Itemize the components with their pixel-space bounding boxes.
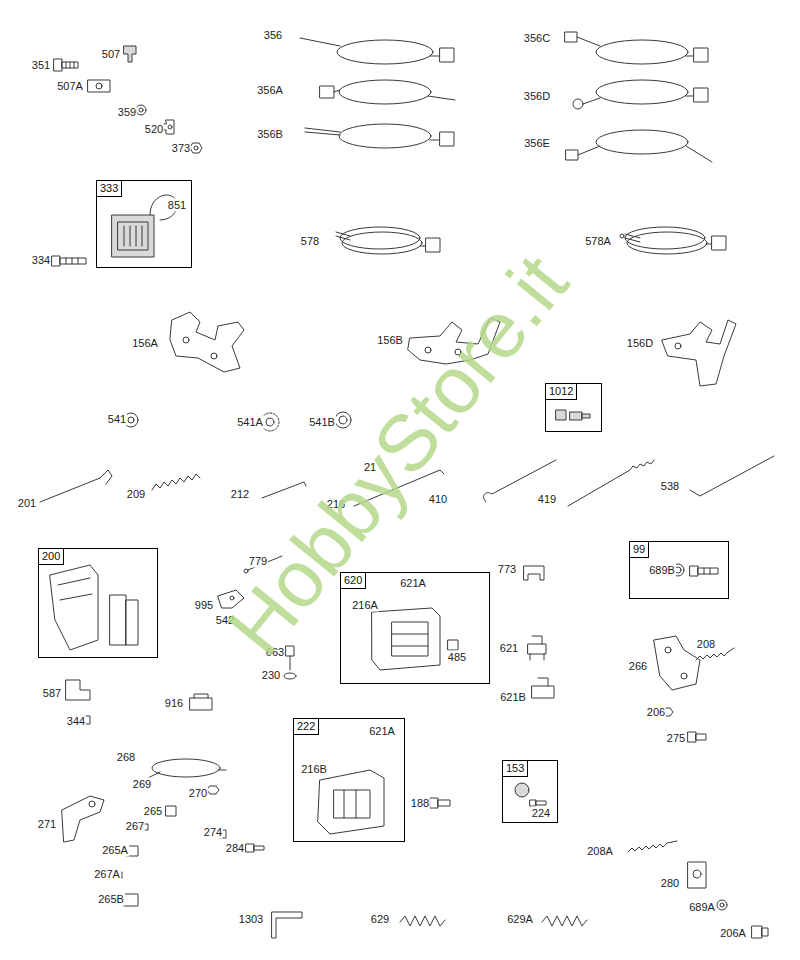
part-group-box: 153 224 — [502, 760, 558, 823]
callout-number: 267 — [125, 820, 145, 833]
part-group-box: 333 851 — [96, 180, 192, 268]
callout-number: 629A — [506, 913, 534, 926]
callout-number: 507A — [56, 80, 84, 93]
callout-number: 209 — [126, 488, 146, 501]
callout-number: 156B — [376, 334, 404, 347]
callout-number: 995 — [194, 599, 214, 612]
callout-number: 280 — [660, 877, 680, 890]
callout-number: 351 — [31, 59, 51, 72]
callout-number: 621B — [499, 691, 527, 704]
callout-number: 230 — [261, 669, 281, 682]
callout-number: 587 — [42, 687, 62, 700]
callout-number: 410 — [428, 493, 448, 506]
callout-number: 916 — [164, 697, 184, 710]
group-number: 222 — [294, 719, 319, 735]
callout-number: 689B — [648, 564, 676, 577]
callout-number: 356C — [523, 32, 551, 45]
callout-number: 541B — [308, 416, 336, 429]
callout-number: 356E — [523, 137, 551, 150]
part-group-box: 99 689B — [629, 541, 729, 599]
callout-number: 356 — [263, 29, 283, 42]
callout-number: 275 — [666, 732, 686, 745]
callout-number: 621A — [368, 725, 396, 738]
callout-number: 541A — [236, 416, 264, 429]
callout-number: 188 — [410, 797, 430, 810]
callout-number: 206 — [646, 706, 666, 719]
callout-number: 520 — [144, 123, 164, 136]
callout-number: 356D — [523, 90, 551, 103]
part-group-box: 222 621A 216B — [293, 718, 405, 842]
callout-number: 267A — [93, 868, 121, 881]
callout-number: 344 — [66, 715, 86, 728]
callout-number: 507 — [101, 48, 121, 61]
watermark: HobbyStore.it — [213, 240, 583, 670]
part-group-box: 1012 — [545, 383, 602, 432]
callout-number: 270 — [188, 787, 208, 800]
callout-number: 356A — [256, 84, 284, 97]
callout-number: 334 — [31, 254, 51, 267]
callout-number: 773 — [497, 563, 517, 576]
callout-number: 156D — [626, 337, 654, 350]
group-number: 333 — [97, 181, 122, 197]
callout-number: 208 — [696, 638, 716, 651]
callout-number: 208A — [586, 845, 614, 858]
callout-number: 265B — [97, 893, 125, 906]
group-number: 1012 — [546, 384, 577, 400]
callout-number: 541 — [107, 413, 127, 426]
callout-number: 206A — [719, 927, 747, 940]
callout-number: 373 — [171, 142, 191, 155]
callout-number: 284 — [225, 842, 245, 855]
callout-number: 578 — [300, 235, 320, 248]
callout-number: 621 — [499, 642, 519, 655]
callout-number: 538 — [660, 480, 680, 493]
callout-number: 578A — [584, 235, 612, 248]
callout-number: 266 — [628, 660, 648, 673]
group-number: 200 — [39, 549, 64, 565]
callout-number: 359 — [117, 106, 137, 119]
callout-number: 629 — [370, 913, 390, 926]
callout-number: 1303 — [238, 913, 264, 926]
callout-number: 212 — [230, 488, 250, 501]
callout-number: 269 — [132, 778, 152, 791]
callout-number: 621A — [399, 577, 427, 590]
callout-number: 274 — [203, 826, 223, 839]
callout-number: 265 — [143, 805, 163, 818]
callout-number: 419 — [537, 493, 557, 506]
group-number: 153 — [503, 761, 528, 777]
callout-number: 201 — [17, 497, 37, 510]
callout-number: 265A — [101, 844, 129, 857]
group-number: 99 — [630, 542, 649, 558]
callout-number: 485 — [447, 651, 467, 664]
callout-number: 356B — [256, 128, 284, 141]
callout-number: 216A — [351, 599, 379, 612]
callout-number: 271 — [37, 818, 57, 831]
callout-number: 689A — [688, 901, 716, 914]
callout-number: 851 — [167, 199, 187, 212]
callout-number: 268 — [116, 751, 136, 764]
part-group-box: 620621A216A485 — [340, 572, 490, 684]
part-group-box: 200 — [38, 548, 158, 658]
callout-number: 224 — [531, 807, 551, 820]
callout-number: 216B — [300, 763, 328, 776]
callout-number: 156A — [131, 337, 159, 350]
